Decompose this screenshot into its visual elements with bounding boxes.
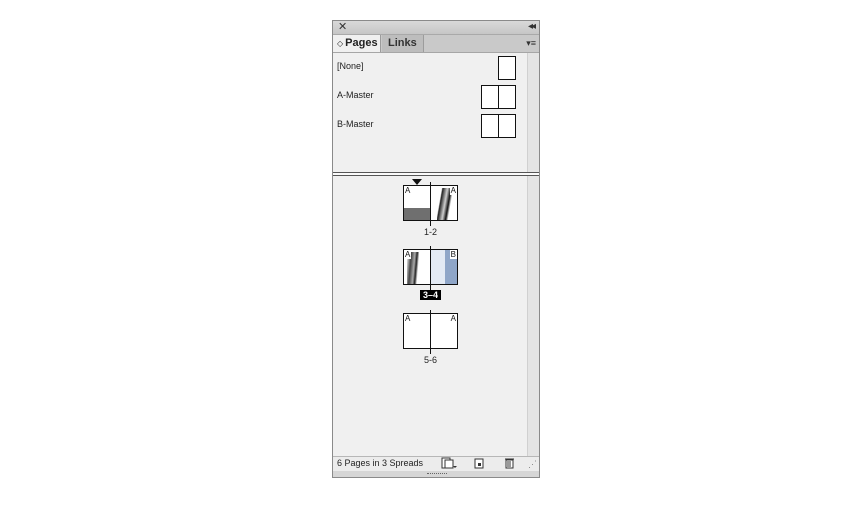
spread-spine [430,182,431,226]
masters-section: [None] A-Master B-Master [333,53,527,171]
page-count-status: 6 Pages in 3 Spreads [337,458,424,468]
edit-page-size-icon[interactable] [441,457,457,473]
delete-page-icon[interactable] [503,457,515,473]
master-item-a[interactable]: A-Master [333,82,527,109]
tab-pages[interactable]: ◇Pages [333,35,381,52]
master-thumbnail-right[interactable] [498,114,516,138]
panel-titlebar[interactable]: ✕ ◂◂ [333,21,539,35]
master-label: B-Master [337,119,374,129]
spread-label[interactable]: 5-6 [423,355,437,365]
spread-thumbnail[interactable]: A A [403,182,458,226]
master-thumbnail-right[interactable] [498,85,516,109]
page-image [407,252,419,284]
master-item-none[interactable]: [None] [333,53,527,80]
close-icon[interactable]: ✕ [338,21,348,33]
panel-divider[interactable] [333,172,539,176]
page-image [404,208,430,220]
master-prefix: A [404,250,412,259]
master-label: [None] [337,61,364,71]
tab-pages-label: Pages [345,37,378,49]
pages-panel: ✕ ◂◂ ◇Pages Links ▾≡ [None] A-Master B-M… [332,20,540,478]
panel-resize-handle[interactable] [333,471,539,477]
master-prefix: A [404,314,412,323]
current-page-indicator-icon [412,179,422,185]
status-bar: 6 Pages in 3 Spreads ⋰ [333,456,539,471]
updown-icon: ◇ [337,39,344,48]
master-thumbnail[interactable] [498,56,516,80]
page-image [437,188,455,220]
spread-spine [430,310,431,354]
master-prefix: A [449,314,457,323]
tab-links[interactable]: Links [382,35,424,52]
master-prefix: A [404,186,412,195]
page-image [431,250,445,284]
master-label: A-Master [337,90,374,100]
tab-links-label: Links [388,37,417,49]
collapse-icon[interactable]: ◂◂ [527,21,536,32]
spread-thumbnail[interactable]: A B [403,246,458,290]
master-prefix: B [449,250,457,259]
grip-dots-icon [427,473,447,476]
new-page-icon[interactable] [473,457,485,473]
master-prefix: A [449,186,457,195]
vertical-scrollbar[interactable] [527,53,539,456]
master-thumbnail-left[interactable] [481,85,499,109]
panel-menu-icon[interactable]: ▾≡ [526,38,536,48]
tab-bar: ◇Pages Links ▾≡ [333,35,539,53]
spread-thumbnail[interactable]: A A [403,310,458,354]
spread-spine [430,246,431,290]
spread-label-selected[interactable]: 3–4 [403,290,458,300]
resize-grip-icon[interactable]: ⋰ [528,459,537,469]
master-thumbnail-left[interactable] [481,114,499,138]
document-pages-section: A A 1-2 A B 3–4 A A 5-6 [333,177,527,455]
spread-label[interactable]: 1-2 [423,227,437,237]
master-item-b[interactable]: B-Master [333,111,527,138]
